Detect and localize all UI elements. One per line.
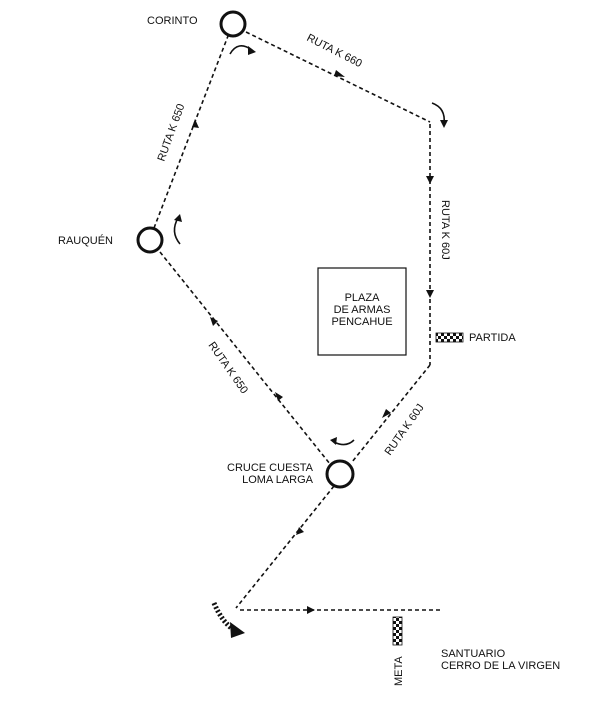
u-turn-arrow-head-icon [230,622,245,638]
arrow-icon [382,409,391,418]
route-label-k60j-upper: RUTA K 60J [439,200,451,260]
node-corinto [219,10,247,38]
road-k650-lower [159,251,331,465]
arrow-icon [307,606,315,614]
arrow-icon [296,527,304,535]
plaza-line1: PLAZA [345,292,381,304]
turn-arrow-head-icon [248,46,256,55]
turn-arrow-head-icon [174,214,182,222]
road-k660 [245,31,431,123]
label-rauquen: RAUQUÉN [58,234,113,247]
arrow-icon [426,176,434,184]
plaza-box [317,267,407,356]
label-corinto: CORINTO [147,15,198,27]
arrow-icon [426,290,434,298]
arrow-icon [210,317,218,326]
node-rauquen [136,226,164,254]
route-label-k660: RUTA K 660 [305,32,364,70]
direction-arrows [192,70,434,614]
turn-arrow-head-icon [440,120,448,128]
turn-arrow-icon [173,217,181,245]
arrow-icon [334,70,345,77]
route-label-k650-lower: RUTA K 650 [206,340,250,396]
plaza-line2: DE ARMAS [334,304,391,316]
node-cruce-cuesta [325,459,355,489]
label-cruce-line2: LOMA LARGA [242,474,314,486]
label-cruce-line1: CRUCE CUESTA [227,462,314,474]
label-santuario-line2: CERRO DE LA VIRGEN [441,660,560,672]
road-k650-upper [153,35,229,229]
label-santuario-line1: SANTUARIO [441,648,506,660]
label-meta: META [393,656,405,686]
turn-arrow-icon [333,439,355,446]
label-partida: PARTIDA [469,332,516,344]
arrow-icon [275,392,283,401]
start-flag-icon [435,332,464,343]
road-to-santuario [235,485,335,609]
turn-arrows [173,45,446,446]
turn-arrow-head-icon [330,437,337,445]
route-label-k60j-lower: RUTA K 60J [383,402,427,458]
plaza-line3: PENCAHUE [331,316,392,328]
finish-flag-icon [392,616,403,646]
arrow-icon [192,119,199,128]
